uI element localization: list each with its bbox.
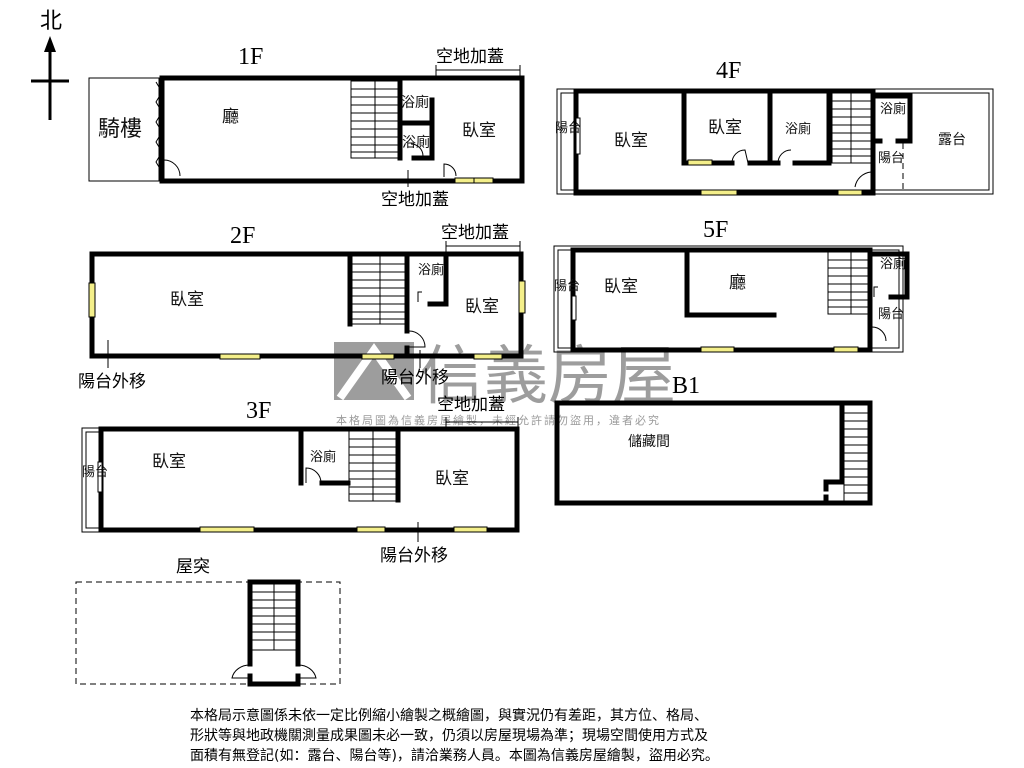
staircase [843,404,869,502]
room-label-bath-1: 浴廁 [785,121,811,137]
room-label-balcony-w: 陽台 [555,121,581,136]
staircase [348,430,398,502]
room-label-storage: 儲藏間 [628,434,670,450]
folding-gate [155,81,163,173]
room-label-bedroom-1: 臥室 [152,452,186,472]
floor-b1-outline [554,400,873,506]
floor-4f-title: 4F [716,58,741,84]
floor-1f: 1F 騎樓 廳 浴廁 浴廁 臥室 空地加蓋 [88,44,525,209]
room-label-bedroom: 臥室 [604,277,638,297]
staircase [351,255,407,325]
floor-roof-title: 屋突 [176,557,210,576]
annotation-balcony-moved-1: 陽台外移 [78,372,146,391]
floor-5f-outline [570,247,873,353]
room-label-bath: 浴廁 [418,262,444,278]
watermark-notice: 本格局圖為信義房屋繪製，未經允許請勿盜用，違者必究 [336,413,661,427]
room-label-bath-1: 浴廁 [401,94,429,111]
room-label-bath: 浴廁 [880,256,906,272]
floor-4f: 4F 陽台 臥室 臥室 浴廁 浴廁 陽台 露台 [555,58,994,196]
annotation-extension-top: 空地加蓋 [436,47,504,66]
floor-b1: B1 儲藏間 [554,373,873,506]
staircase [251,583,297,651]
room-label-bedroom-1: 臥室 [170,290,204,310]
disclaimer-text: 本格局示意圖係未依一定比例縮小繪製之概繪圖，與實況仍有差距，其方位、格局、 形狀… [190,706,850,766]
staircase [827,251,869,315]
annotation-extension: 空地加蓋 [437,395,505,414]
annotation-extension: 空地加蓋 [441,223,509,242]
north-compass: 北 [31,8,69,120]
floor-3f: 3F 陽台 臥室 浴廁 臥室 空地加蓋 陽台外移 [81,395,520,565]
floor-1f-title: 1F [238,44,263,70]
floor-1f-outline [159,75,525,184]
room-label-balcony: 陽台 [82,465,108,480]
disclaimer-line-2: 形狀等與地政機關測量成果圖未必一致，仍須以房屋現場為準；現場空間使用方式及 [190,728,708,744]
north-arrow-icon [31,36,69,120]
room-label-bedroom-1: 臥室 [614,131,648,151]
floor-2f-title: 2F [230,223,255,249]
floor-roof: 屋突 [75,557,341,687]
room-label-bedroom-2: 臥室 [708,118,742,138]
floor-2f: 2F 臥室 浴廁 臥室 空地加蓋 陽台外移 陽台外移 [78,223,526,391]
staircase [350,80,400,159]
floor-5f: 5F 陽台 臥室 廳 浴廁 陽台 [553,217,910,353]
arcade-area [88,77,160,182]
floor-b1-title: B1 [672,373,700,399]
annotation-extension-bottom: 空地加蓋 [381,190,449,209]
annotation-balcony-moved: 陽台外移 [380,546,448,565]
annotation-balcony-moved-2: 陽台外移 [381,368,449,387]
disclaimer-line-3: 面積有無登記(如：露台、陽台等)，請洽業務人員。本圖為信義房屋繪製，盜用必究。 [190,748,719,764]
watermark-logo-icon [334,342,414,401]
room-label-living: 廳 [729,273,746,293]
room-label-arcade: 騎樓 [98,117,142,142]
room-label-bath-2: 浴廁 [880,101,906,117]
room-label-bedroom-2: 臥室 [465,297,499,317]
room-label-balcony-w: 陽台 [554,279,580,294]
room-label-bedroom: 臥室 [462,121,496,141]
compass-north-label: 北 [40,8,62,33]
room-label-bedroom-2: 臥室 [435,469,469,489]
disclaimer-line-1: 本格局示意圖係未依一定比例縮小繪製之概繪圖，與實況仍有差距，其方位、格局、 [190,708,708,724]
room-label-balcony-e: 陽台 [878,151,904,166]
room-label-balcony-e: 陽台 [878,307,904,322]
room-label-bath: 浴廁 [310,449,336,465]
room-label-bath-2: 浴廁 [402,134,430,151]
room-label-living: 廳 [222,107,239,127]
room-label-terrace: 露台 [938,132,966,148]
floor-3f-title: 3F [246,398,271,424]
staircase [831,92,872,164]
floor-5f-title: 5F [703,217,728,243]
